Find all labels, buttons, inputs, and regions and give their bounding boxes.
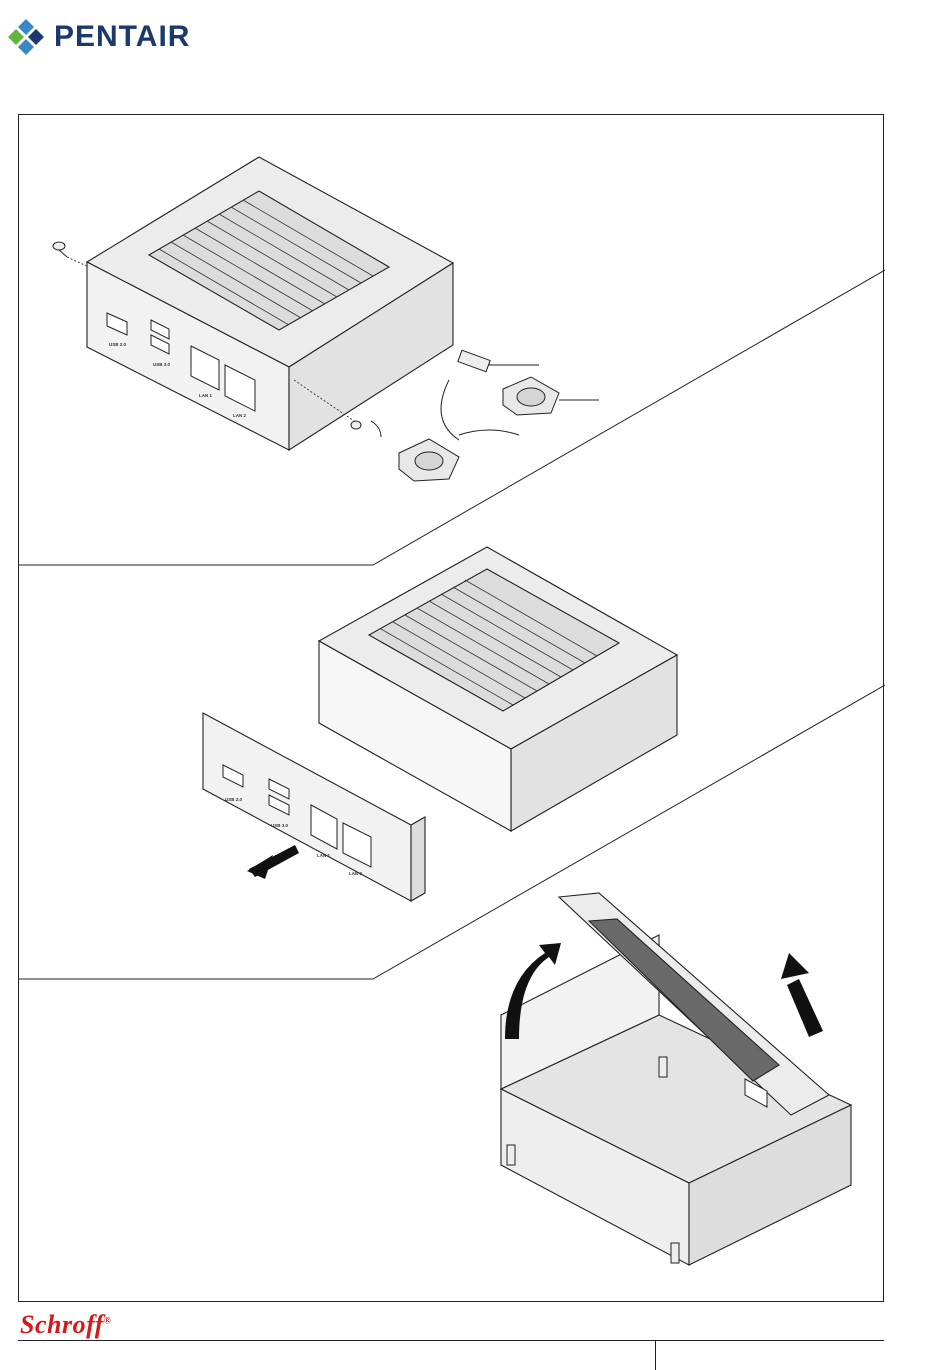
panel-1-screw-guide: [67, 257, 89, 267]
schroff-logo: Schroff®: [20, 1310, 111, 1340]
panel-2-label-lan1: LAN 1: [317, 853, 330, 858]
panel-1-mounting-foot: [503, 377, 559, 415]
footer-divider: [655, 1340, 656, 1370]
pentair-logo: PENTAIR: [4, 14, 190, 60]
panel-1-bolt-icon: [458, 350, 490, 372]
panel-1-screw-icon: [53, 242, 67, 257]
panel-1-label-usb3: USB 3.0: [153, 362, 171, 367]
panel-1-enclosure: [87, 157, 453, 450]
pentair-wordmark: PENTAIR: [54, 20, 190, 54]
panel-1-rotate-arc: [441, 380, 459, 440]
panel-2-label-lan2: LAN 2: [349, 871, 362, 876]
footer-rule: [18, 1340, 884, 1341]
panel-3-straight-lift-arrow-icon: [781, 953, 823, 1037]
page-footer: Schroff®: [0, 1304, 950, 1370]
panel-2-enclosure: [319, 547, 677, 831]
panel-2-label-usb3: USB 3.0: [271, 823, 289, 828]
panel-1-small-screw-icon: [351, 421, 381, 437]
panel-1-label-lan1: LAN 1: [199, 393, 212, 398]
panel-2-pull-arrow-icon: [247, 845, 299, 879]
page-header: PENTAIR: [0, 0, 950, 80]
panel-1-label-usb2: USB 2.0: [109, 342, 127, 347]
schroff-wordmark: Schroff: [20, 1310, 104, 1339]
panel-1-label-lan2: LAN 2: [233, 413, 246, 418]
panel-1-mounting-foot-lower: [399, 439, 459, 481]
illustration-frame: USB 2.0 USB 3.0 LAN 1 LAN 2: [18, 114, 884, 1302]
trademark-symbol: ®: [104, 1315, 111, 1325]
panel-2-label-usb2: USB 2.0: [225, 797, 243, 802]
assembly-illustration: USB 2.0 USB 3.0 LAN 1 LAN 2: [19, 115, 885, 1303]
pentair-logo-mark-icon: [4, 14, 50, 60]
